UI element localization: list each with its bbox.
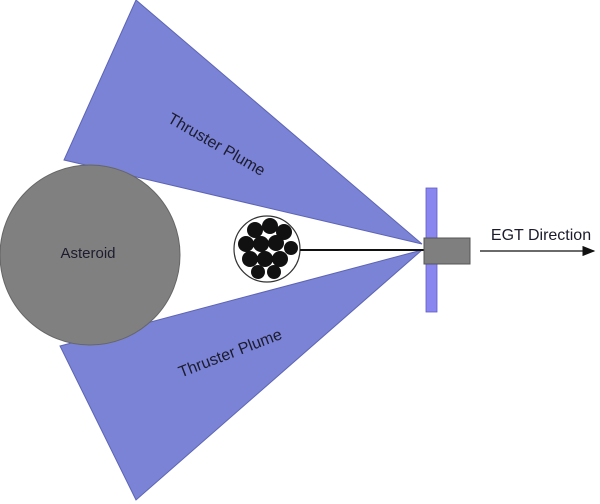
solar-panel-upper — [425, 187, 438, 241]
lower-thruster-plume — [59, 249, 423, 501]
asteroid-label: Asteroid — [60, 245, 115, 262]
spacecraft-body — [423, 237, 471, 265]
asteroid — [0, 164, 181, 346]
direction-label: EGT Direction — [491, 227, 591, 244]
solar-panel-lower — [425, 261, 438, 313]
upper-thruster-plume — [63, 0, 423, 245]
captured-boulder — [233, 215, 301, 283]
